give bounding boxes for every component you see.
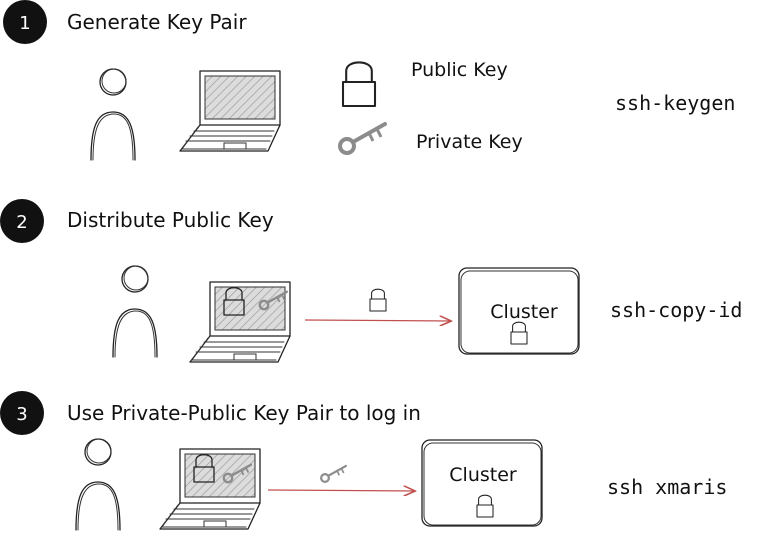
step-1-number: 1 [19, 13, 30, 34]
transfer-key-icon [320, 464, 347, 483]
step-3-title: Use Private-Public Key Pair to log in [67, 401, 421, 425]
cluster-lock-icon [476, 494, 494, 518]
transfer-arrow [304, 320, 450, 321]
user-icon [90, 68, 136, 161]
step-1-title: Generate Key Pair [67, 10, 247, 34]
step-3-badge [0, 391, 44, 435]
public-key-lock-icon [341, 61, 377, 108]
step-2-number: 2 [16, 212, 27, 233]
transfer-lock-icon [369, 288, 387, 312]
step-1-command: ssh-keygen [615, 91, 735, 115]
step-3-number: 3 [16, 404, 27, 425]
laptop-icon [179, 70, 281, 152]
step-1: 1 Generate Key Pair Public Key Private K… [3, 0, 735, 161]
step-2-command: ssh-copy-id [610, 298, 742, 322]
private-key-label: Private Key [416, 131, 523, 153]
step-2: 2 Distribute Public Key Cluster ssh-copy… [0, 199, 742, 363]
laptop-icon [159, 448, 261, 530]
private-key-icon [338, 122, 387, 155]
user-icon [112, 265, 158, 358]
cluster-label: Cluster [490, 301, 558, 323]
step-1-badge [3, 0, 47, 44]
step-3-command: ssh xmaris [607, 475, 727, 499]
public-key-label: Public Key [411, 59, 508, 81]
step-3: 3 Use Private-Public Key Pair to log in … [0, 391, 727, 531]
step-2-title: Distribute Public Key [67, 208, 274, 232]
cluster-lock-icon [510, 321, 528, 345]
cluster-label: Cluster [449, 464, 517, 486]
login-arrow [267, 490, 414, 491]
step-2-badge [0, 199, 44, 243]
laptop-icon [189, 281, 291, 363]
user-icon [75, 438, 121, 531]
